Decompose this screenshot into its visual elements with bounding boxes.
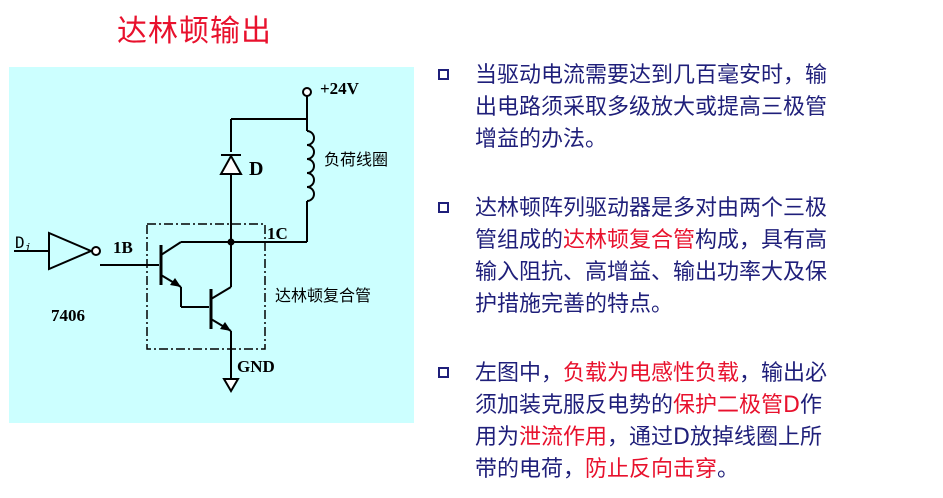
bullet-text: 达林顿阵列驱动器是多对由两个三极管组成的达林顿复合管构成，具有高输入阻抗、高增益…	[475, 193, 930, 321]
darlington-label: 达林顿复合管	[275, 286, 371, 305]
body-text: 带的电荷，	[475, 457, 586, 482]
body-text: 构成，具有高	[695, 228, 828, 253]
t2-collector	[210, 286, 232, 300]
buffer-7406-symbol	[48, 231, 94, 271]
coil-label: 负荷线圈	[324, 150, 388, 169]
supply-label: +24V	[320, 79, 360, 98]
body-text: 。	[717, 457, 740, 482]
body-text: 管组成的	[475, 228, 564, 253]
circuit-svg: +24V D 1C 1B 7406 GND 负荷线圈 达林顿复合管 Di	[14, 79, 388, 393]
input-label-sub: i	[25, 241, 32, 254]
highlight-text: 保护二极管D	[673, 393, 800, 418]
body-text: 护措施完善的特点。	[475, 292, 674, 317]
t2-emitter-arrow	[220, 322, 231, 331]
body-text: ，通过D放掉线圈上所	[607, 425, 822, 450]
darlington-circuit-diagram: +24V D 1C 1B 7406 GND 负荷线圈 达林顿复合管 Di	[9, 67, 414, 423]
highlight-text: 达林顿复合管	[563, 228, 696, 253]
bullet-line: 左图中，负载为电感性负载，输出必	[475, 358, 930, 390]
input-label: Di	[15, 233, 31, 254]
buffer-label: 7406	[51, 306, 85, 325]
body-text: 用为	[475, 425, 520, 450]
body-text: ，输出必	[739, 361, 828, 386]
pin-c-label: 1C	[267, 224, 288, 243]
bullet-square-icon	[438, 202, 449, 213]
bullet-square-icon	[438, 367, 449, 378]
ground-label: GND	[237, 357, 275, 376]
bullet-square-icon	[438, 69, 449, 80]
bullet-line: 达林顿阵列驱动器是多对由两个三极	[475, 193, 930, 225]
bullet-line: 护措施完善的特点。	[475, 289, 930, 321]
body-text: 左图中，	[475, 361, 564, 386]
body-text: 输入阻抗、高增益、输出功率大及保	[475, 260, 828, 285]
body-text: 增益的办法。	[475, 127, 608, 152]
diode-label: D	[249, 158, 263, 180]
highlight-text: 负载为电感性负载	[563, 361, 740, 386]
body-text: 须加装克服反电势的	[475, 393, 674, 418]
bullet-line: 出电路须采取多级放大或提高三极管	[475, 92, 930, 124]
bullet-text: 当驱动电流需要达到几百毫安时，输出电路须采取多级放大或提高三极管增益的办法。	[475, 60, 930, 156]
t1-emitter-arrow	[170, 278, 181, 287]
bullet-line: 用为泄流作用，通过D放掉线圈上所	[475, 422, 930, 454]
bullet-line: 增益的办法。	[475, 124, 930, 156]
darlington-box	[146, 223, 266, 350]
t1-collector	[160, 241, 182, 256]
body-text: 作	[799, 393, 822, 418]
bullet-line: 须加装克服反电势的保护二极管D作	[475, 390, 930, 422]
body-text: 当驱动电流需要达到几百毫安时，输	[475, 63, 828, 88]
slide-title: 达林顿输出	[117, 14, 272, 49]
body-text: 达林顿阵列驱动器是多对由两个三极	[475, 196, 828, 221]
diode-body	[219, 153, 243, 175]
highlight-text: 泄流作用	[519, 425, 608, 450]
ground-symbol	[222, 378, 240, 393]
coil-inductor	[306, 130, 315, 202]
buffer-invert-bubble	[91, 246, 101, 256]
pin-b-label: 1B	[113, 238, 133, 257]
bullet-line: 输入阻抗、高增益、输出功率大及保	[475, 257, 930, 289]
body-text: 出电路须采取多级放大或提高三极管	[475, 95, 828, 120]
bullet-line: 带的电荷，防止反向击穿。	[475, 454, 930, 486]
input-label-main: D	[15, 233, 25, 252]
supply-terminal	[302, 87, 312, 97]
bullet-line: 当驱动电流需要达到几百毫安时，输	[475, 60, 930, 92]
bullet-line: 管组成的达林顿复合管构成，具有高	[475, 225, 930, 257]
bullet-text: 左图中，负载为电感性负载，输出必须加装克服反电势的保护二极管D作用为泄流作用，通…	[475, 358, 930, 486]
highlight-text: 防止反向击穿	[585, 457, 718, 482]
